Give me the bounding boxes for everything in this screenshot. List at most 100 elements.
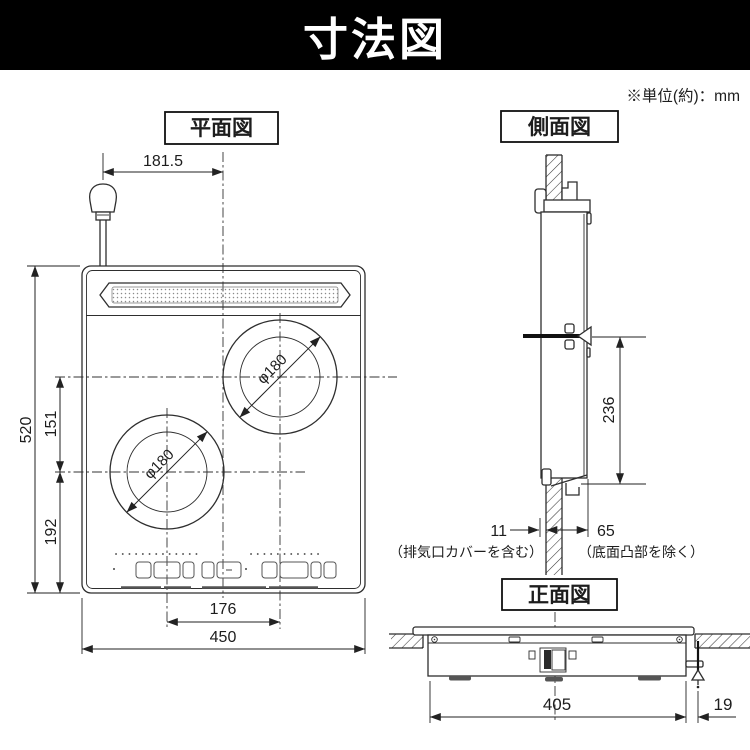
side-label-box [500,110,619,143]
cooktop-inner-outline [86,270,361,589]
plan-label-box [164,111,279,145]
control-button [201,561,215,579]
screw-left-dot [433,638,436,641]
dim-text-405: 405 [543,695,571,714]
note-exhaust-cover: （排気口カバーを含む） [389,544,543,560]
header-bar: 寸法図 [0,0,750,70]
dim-text-181-5: 181.5 [143,153,183,170]
control-button [153,561,181,579]
mount-hook [561,181,578,202]
clamp-wing-nut [690,668,706,681]
dim-text-236: 236 [601,397,618,424]
terminal-side-tab-right [568,650,577,660]
note-bottom-protrusion: （底面凸部を除く） [578,544,704,560]
bottom-slant-edge [550,474,588,487]
front-burner: φ180 [109,414,225,530]
dim-text-151: 151 [43,411,60,438]
control-panel [113,553,337,589]
control-button [216,561,242,579]
bottom-hook [565,483,580,496]
rear-burner-diameter-arrow [239,336,321,418]
rear-burner-outer-circle [222,319,338,435]
plug-neck [95,211,111,221]
front-counter-right [694,633,750,649]
bottom-tab [541,468,552,486]
dim-text-11: 11 [490,523,507,540]
vent-slot-left [508,636,521,643]
bolt-bracket-upper [564,323,575,334]
front-view: 正面図 [389,578,750,723]
foot-center [545,677,563,682]
side-bump-top [586,212,592,225]
vent-mesh [111,286,339,304]
dim-text-176: 176 [210,601,237,618]
unit-note: ※単位(約)：mm [626,87,740,105]
side-view-label: 側面図 [500,110,619,143]
control-button [279,561,309,579]
wing-nut [576,325,592,347]
indicator-dot-middle [245,568,247,570]
control-button [323,561,337,579]
screw-left [431,636,438,643]
control-button [135,561,152,579]
vent-slot-right [591,636,604,643]
dim-text-192: 192 [43,519,60,546]
cooktop-outline [81,265,366,594]
indicator-dot-left [113,568,115,570]
counter-hatch-right [695,634,750,648]
screw-right-dot [678,638,681,641]
front-burner-diameter-label: φ180 [141,446,178,483]
header-background [0,0,750,70]
control-button [182,561,195,579]
unit-body-front [427,634,687,677]
front-unit [412,626,706,689]
front-counter-left [389,633,424,649]
dim-center-to-bottom: 192 [43,471,64,594]
dim-depth-group: 11 65 （排気口カバーを含む） （底面凸部を除く） [389,479,704,560]
terminal-dark-block [544,650,551,669]
bottom-protrusion [541,468,588,496]
vent-outline [99,282,351,308]
rear-burner-diameter-label: φ180 [254,351,291,388]
mount-bolt [523,323,592,350]
page-title: 寸法図 [303,14,447,65]
unit-body-side [540,211,588,479]
dim-text-520: 520 [18,417,35,444]
side-view: 側面図 [389,110,704,575]
dim-body-width: 405 [429,681,687,723]
clamp-fixture [685,641,706,689]
dim-clamp-offset: 19 [697,691,736,723]
front-view-label: 正面図 [501,578,618,611]
terminal-side-tab-left [528,650,536,660]
dim-width: 450 [81,598,366,654]
dim-center-gap-v: 151 [43,376,64,473]
foot-right [638,676,661,681]
rear-burner: φ180 [222,319,338,435]
control-button [261,561,278,579]
side-bump-mid [586,347,591,358]
bolt-bracket-lower [564,339,575,350]
dim-height: 520 [18,265,80,594]
plan-view-label: 平面図 [164,111,279,145]
front-burner-outer-circle [109,414,225,530]
plan-view: 平面図 φ180 [18,111,397,654]
dim-cord-to-center: 181.5 [102,153,224,180]
dim-mount-to-bottom: 236 [581,336,646,485]
clamp-bolt-end [696,685,700,689]
control-button [310,561,322,579]
plan-label-text: 平面図 [190,117,253,140]
clamp-arm [685,660,704,668]
dim-text-65: 65 [597,523,615,540]
terminal-inner-box [551,649,566,671]
counter-hatch-left [391,634,423,648]
front-label-box [501,578,618,611]
power-plug [88,183,118,266]
top-plate-side [543,199,591,213]
front-burner-diameter-arrow [126,431,208,513]
exhaust-vent [99,282,351,308]
top-plate-front [412,626,695,636]
dim-text-450: 450 [210,629,237,646]
side-unit [523,181,592,496]
screw-right [676,636,683,643]
